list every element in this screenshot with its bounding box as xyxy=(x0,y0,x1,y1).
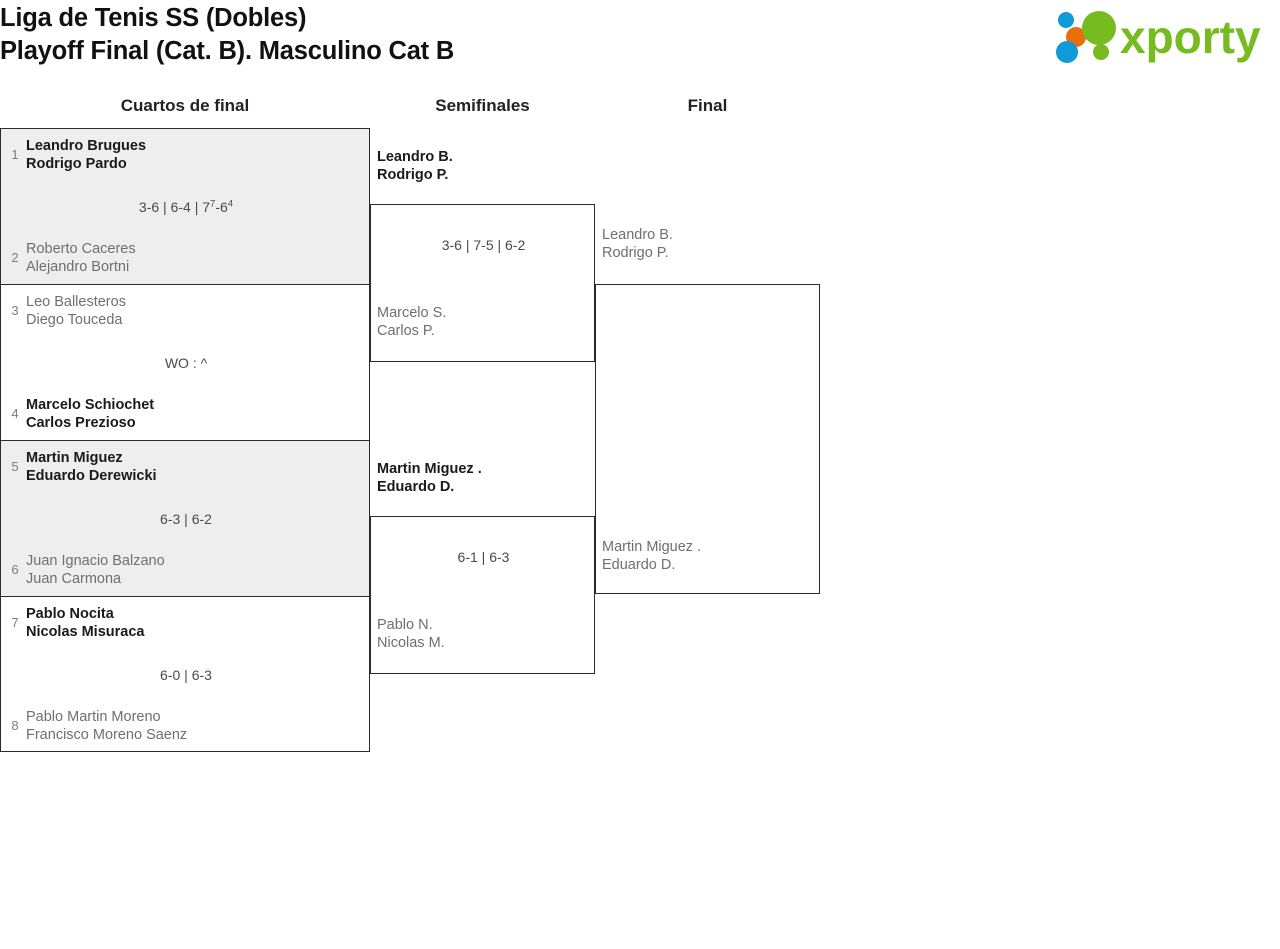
player-name: Rodrigo P. xyxy=(602,245,669,261)
player-name: Pablo Nocita xyxy=(26,606,114,622)
player-name: Rodrigo P. xyxy=(377,167,449,183)
player-name: Marcelo S. xyxy=(377,305,447,321)
player-name: Leandro B. xyxy=(602,227,673,243)
player-name: Carlos Prezioso xyxy=(26,415,136,431)
final-team-top[interactable]: Leandro B. Rodrigo P. xyxy=(602,226,673,262)
logo-dot-blue-small xyxy=(1058,12,1074,28)
match-semifinal-1[interactable]: 3-6 | 7-5 | 6-2 xyxy=(370,204,595,362)
player-name: Pablo Martin Moreno xyxy=(26,709,161,725)
title-line-competition: Liga de Tenis SS (Dobles) xyxy=(0,4,307,32)
semifinal-2-team-bottom[interactable]: Pablo N. Nicolas M. xyxy=(377,616,445,652)
logo-dot-blue-large xyxy=(1056,41,1078,63)
title-line-phase: Playoff Final (Cat. B). Masculino Cat B xyxy=(0,37,455,65)
match-score: 6-1 | 6-3 xyxy=(457,549,510,565)
match-quarterfinal-1[interactable]: 1 Leandro Brugues Rodrigo Pardo 3-6 | 6-… xyxy=(0,128,370,284)
match-quarterfinal-4[interactable]: 7 Pablo Nocita Nicolas Misuraca 6-0 | 6-… xyxy=(0,596,370,752)
seed-number: 1 xyxy=(11,147,19,162)
semifinal-1-team-top[interactable]: Leandro B. Rodrigo P. xyxy=(377,148,453,184)
player-name: Leandro B. xyxy=(377,149,453,165)
match-score: 6-0 | 6-3 xyxy=(1,667,371,683)
match-score: 3-6 | 6-4 | 77-64 xyxy=(1,199,371,215)
team-bottom[interactable]: Roberto Caceres Alejandro Bortni xyxy=(26,240,136,276)
round-header-final: Final xyxy=(687,96,728,115)
round-header-semifinals: Semifinales xyxy=(435,96,530,115)
page-title: Liga de Tenis SS (Dobles) Playoff Final … xyxy=(0,2,454,68)
semifinal-1-team-bottom[interactable]: Marcelo S. Carlos P. xyxy=(377,304,446,340)
logo-dot-green-small xyxy=(1093,44,1109,60)
score-text: 6-0 | 6-3 xyxy=(160,667,212,683)
player-name: Martin Miguez . xyxy=(377,461,482,477)
player-name: Roberto Caceres xyxy=(26,241,136,257)
player-name: Martin Miguez . xyxy=(602,539,702,555)
player-name: Leandro Brugues xyxy=(26,138,147,154)
player-name: Marcelo Schiochet xyxy=(26,397,155,413)
player-name: Eduardo D. xyxy=(377,479,455,495)
team-top[interactable]: Leandro Brugues Rodrigo Pardo xyxy=(26,137,146,173)
player-name: Alejandro Bortni xyxy=(26,259,130,275)
match-semifinal-2[interactable]: 6-1 | 6-3 xyxy=(370,516,595,674)
score-text: -6 xyxy=(215,199,228,215)
team-bottom[interactable]: Marcelo Schiochet Carlos Prezioso xyxy=(26,396,154,432)
player-name: Martin Miguez xyxy=(26,450,123,466)
player-name: Francisco Moreno Saenz xyxy=(26,727,188,743)
player-name: Carlos P. xyxy=(377,323,435,339)
match-final[interactable] xyxy=(595,284,820,594)
logo-wordmark: xporty xyxy=(1120,11,1261,63)
seed-number: 3 xyxy=(11,303,19,318)
score-tiebreak: 7 xyxy=(210,198,216,210)
match-score: 6-3 | 6-2 xyxy=(1,511,371,527)
score-text: WO : ^ xyxy=(164,355,208,371)
logo-dot-green-large xyxy=(1082,11,1116,45)
player-name: Pablo N. xyxy=(377,617,433,633)
player-name: Eduardo D. xyxy=(602,557,676,573)
team-bottom[interactable]: Pablo Martin Moreno Francisco Moreno Sae… xyxy=(26,708,187,744)
team-top[interactable]: Leo Ballesteros Diego Touceda xyxy=(26,293,126,329)
final-team-bottom[interactable]: Martin Miguez . Eduardo D. xyxy=(602,538,701,574)
player-name: Diego Touceda xyxy=(26,312,123,328)
seed-number: 8 xyxy=(11,718,19,733)
player-name: Juan Ignacio Balzano xyxy=(26,553,165,569)
match-score: 3-6 | 7-5 | 6-2 xyxy=(441,237,526,253)
seed-number: 7 xyxy=(11,615,19,630)
page-header: Liga de Tenis SS (Dobles) Playoff Final … xyxy=(0,0,1280,80)
player-name: Leo Ballesteros xyxy=(26,294,126,310)
seed-number: 6 xyxy=(11,562,19,577)
xporty-logo[interactable]: xporty xyxy=(1050,6,1276,66)
match-score: WO : ^ xyxy=(1,355,371,371)
score-text: 6-3 | 6-2 xyxy=(160,511,212,527)
player-name: Juan Carmona xyxy=(26,571,122,587)
round-header-quarterfinals: Cuartos de final xyxy=(120,96,250,115)
match-quarterfinal-3[interactable]: 5 Martin Miguez Eduardo Derewicki 6-3 | … xyxy=(0,440,370,596)
seed-number: 5 xyxy=(11,459,19,474)
player-name: Nicolas M. xyxy=(377,635,445,651)
seed-number: 2 xyxy=(11,250,19,265)
player-name: Nicolas Misuraca xyxy=(26,624,145,640)
match-quarterfinal-2[interactable]: 3 Leo Ballesteros Diego Touceda WO : ^ 4… xyxy=(0,284,370,440)
team-top[interactable]: Pablo Nocita Nicolas Misuraca xyxy=(26,605,144,641)
seed-number: 4 xyxy=(11,406,19,421)
xporty-logo-svg: xporty xyxy=(1056,11,1261,63)
score-text: 3-6 | 6-4 | 7 xyxy=(138,199,211,215)
player-name: Eduardo Derewicki xyxy=(26,468,157,484)
team-top[interactable]: Martin Miguez Eduardo Derewicki xyxy=(26,449,157,485)
team-bottom[interactable]: Juan Ignacio Balzano Juan Carmona xyxy=(26,552,165,588)
player-name: Rodrigo Pardo xyxy=(26,156,127,172)
semifinal-2-team-top[interactable]: Martin Miguez . Eduardo D. xyxy=(377,460,482,496)
score-tiebreak: 4 xyxy=(227,198,234,210)
